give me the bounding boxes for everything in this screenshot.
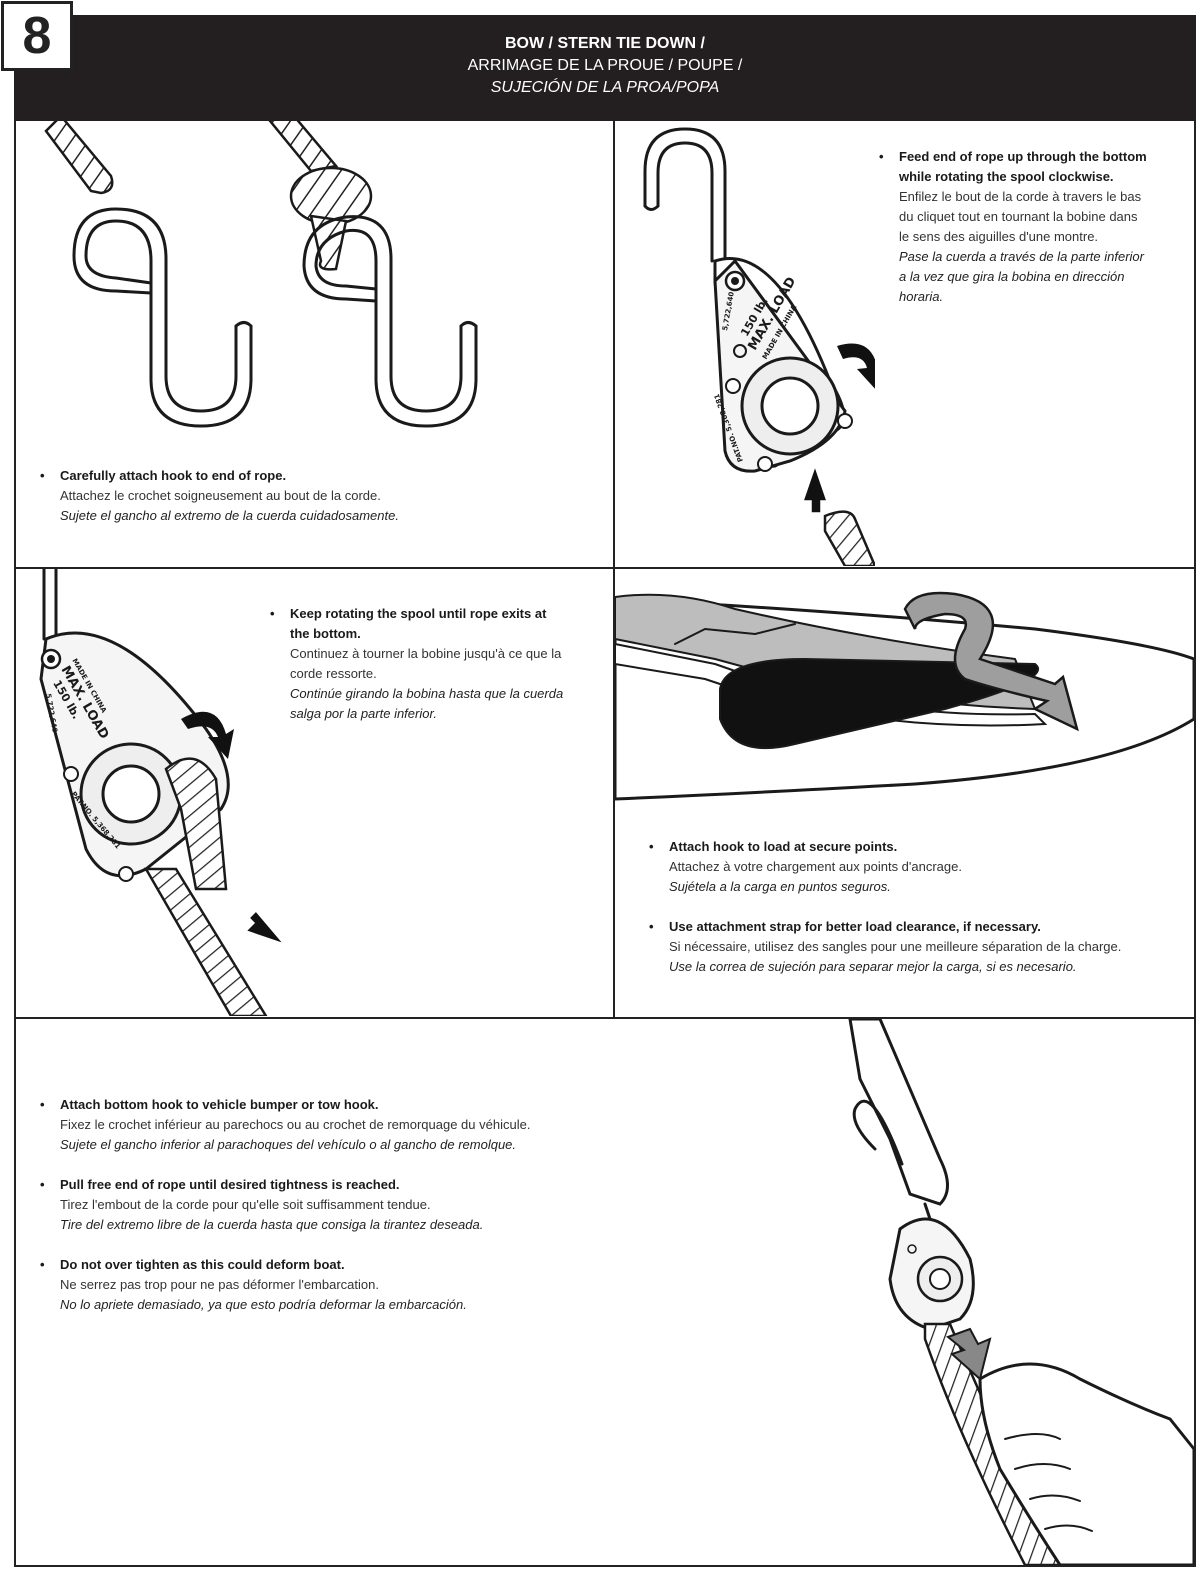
instruction-fr: Continuez à tourner la bobine jusqu'à ce…	[290, 646, 562, 681]
instruction-item: • Feed end of rope up through the bottom…	[877, 147, 1147, 307]
instruction-keep-rotating: • Keep rotating the spool until rope exi…	[268, 604, 568, 724]
bullet-icon: •	[40, 1177, 45, 1192]
step-number: 8	[22, 7, 52, 65]
boat-strap-illustration	[615, 591, 1194, 801]
instruction-fr: Si nécessaire, utilisez des sangles pour…	[669, 939, 1122, 954]
header-title-fr: ARRIMAGE DE LA PROUE / POUPE /	[467, 57, 743, 74]
instruction-item: • Do not over tighten as this could defo…	[38, 1255, 638, 1315]
instruction-item: • Use attachment strap for better load c…	[647, 917, 1192, 977]
instruction-fr: Fixez le crochet inférieur au parechocs …	[60, 1117, 531, 1132]
instruction-fr: Tirez l'embout de la corde pour qu'elle …	[60, 1197, 431, 1212]
instruction-fr: Attachez à votre chargement aux points d…	[669, 859, 962, 874]
instruction-bottom: • Attach bottom hook to vehicle bumper o…	[38, 1095, 638, 1315]
bullet-icon: •	[40, 468, 45, 483]
instruction-en: Attach hook to load at secure points.	[669, 839, 898, 854]
instruction-es: Continúe girando la bobina hasta que la …	[290, 686, 564, 721]
instruction-item: • Keep rotating the spool until rope exi…	[268, 604, 568, 724]
instruction-es: Pase la cuerda a través de la parte infe…	[899, 249, 1144, 304]
instruction-item: • Carefully attach hook to end of rope. …	[38, 466, 598, 526]
instruction-en: Feed end of rope up through the bottom w…	[899, 149, 1147, 184]
instruction-es: No lo apriete demasiado, ya que esto pod…	[60, 1297, 467, 1312]
bullet-icon: •	[270, 606, 275, 621]
instruction-es: Tire del extremo libre de la cuerda hast…	[60, 1217, 484, 1232]
instruction-es: Sujete el gancho al extremo de la cuerda…	[60, 508, 399, 523]
divider-vertical	[613, 121, 615, 1019]
hook-and-rope-illustration	[44, 121, 478, 428]
bullet-icon: •	[879, 149, 884, 164]
pull-rope-illustration	[848, 1019, 1194, 1565]
instruction-attach-hook: • Carefully attach hook to end of rope. …	[38, 466, 598, 526]
instruction-item: • Pull free end of rope until desired ti…	[38, 1175, 638, 1235]
bullet-icon: •	[649, 839, 654, 854]
instruction-item: • Attach bottom hook to vehicle bumper o…	[38, 1095, 638, 1155]
instruction-item: • Attach hook to load at secure points. …	[647, 837, 1192, 897]
section-header: BOW / STERN TIE DOWN / ARRIMAGE DE LA PR…	[14, 15, 1196, 121]
instruction-fr: Ne serrez pas trop pour ne pas déformer …	[60, 1277, 379, 1292]
bullet-icon: •	[40, 1097, 45, 1112]
instruction-es: Sujete el gancho inferior al parachoques…	[60, 1137, 517, 1152]
bullet-icon: •	[40, 1257, 45, 1272]
instruction-en: Pull free end of rope until desired tigh…	[60, 1177, 400, 1192]
instruction-fr: Enfilez le bout de la corde à travers le…	[899, 189, 1142, 244]
instruction-es: Sujétela a la carga en puntos seguros.	[669, 879, 891, 894]
instruction-attach-load: • Attach hook to load at secure points. …	[647, 837, 1192, 977]
instruction-feed-rope: • Feed end of rope up through the bottom…	[877, 147, 1147, 307]
instruction-en: Keep rotating the spool until rope exits…	[290, 606, 547, 641]
step-number-box: 8	[1, 1, 73, 71]
instruction-en: Carefully attach hook to end of rope.	[60, 468, 287, 483]
instruction-en: Attach bottom hook to vehicle bumper or …	[60, 1097, 379, 1112]
ratchet-rotate-illustration: MAX. LOAD 150 lb. MADE IN CHINA 5,722,64…	[39, 569, 287, 1016]
bullet-icon: •	[649, 919, 654, 934]
instruction-es: Use la correa de sujeción para separar m…	[669, 959, 1077, 974]
divider-row-2	[14, 1017, 1196, 1019]
ratchet-feed-illustration: MAX. LOAD 150 lb. MADE IN CHINA 5,722,64…	[643, 127, 875, 566]
header-title-es: SUJECIÓN DE LA PROA/POPA	[490, 79, 720, 96]
instruction-en: Do not over tighten as this could deform…	[60, 1257, 345, 1272]
instruction-fr: Attachez le crochet soigneusement au bou…	[60, 488, 381, 503]
instruction-en: Use attachment strap for better load cle…	[669, 919, 1041, 934]
header-title-en: BOW / STERN TIE DOWN /	[505, 35, 705, 52]
divider-row-1	[14, 567, 1196, 569]
